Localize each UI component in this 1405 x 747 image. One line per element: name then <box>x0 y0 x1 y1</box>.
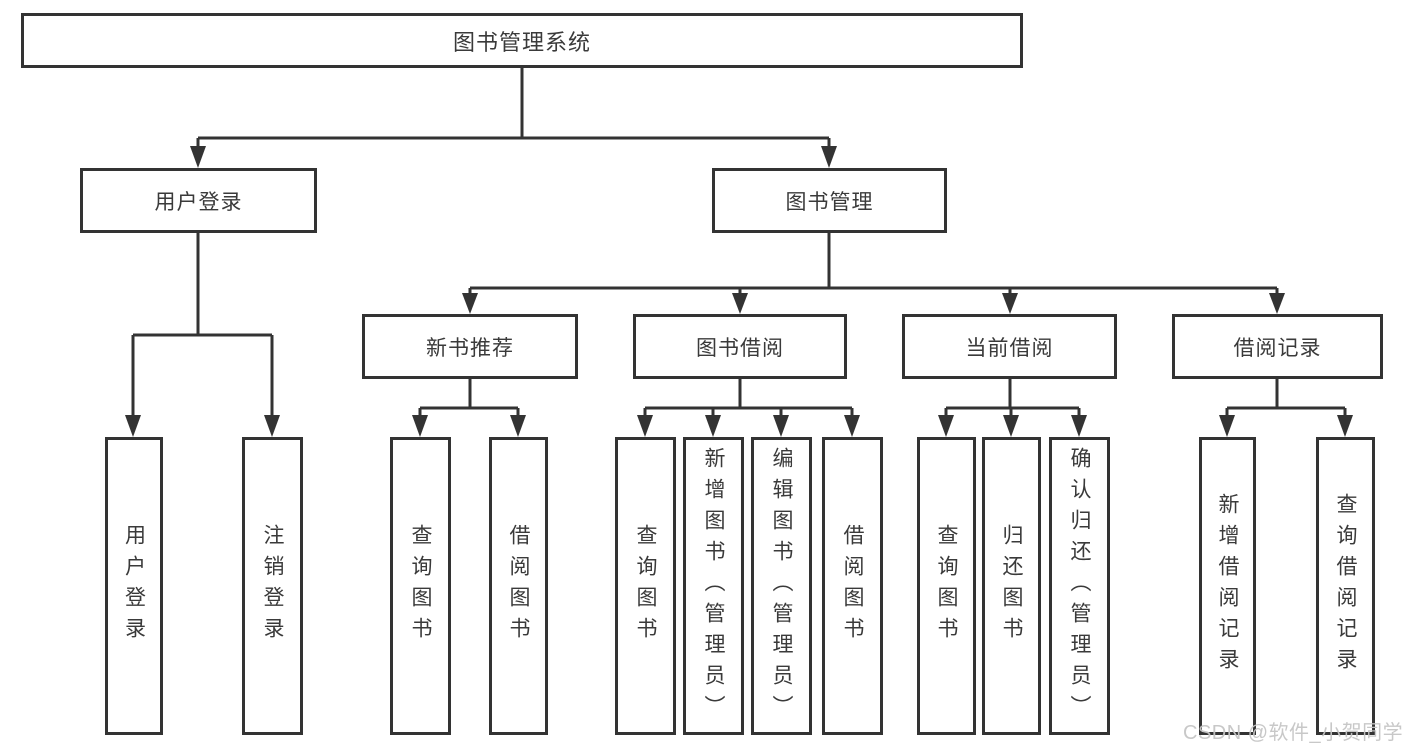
node-borrow-add-books-admin: 新增图书（管理员） <box>683 437 744 735</box>
node-borrow-borrow-books: 借阅图书 <box>822 437 883 735</box>
arrowhead-icons <box>125 146 1353 437</box>
node-book-management: 图书管理 <box>712 168 947 233</box>
node-records-add-record: 新增借阅记录 <box>1199 437 1256 735</box>
node-current-return-books: 归还图书 <box>982 437 1041 735</box>
node-recommend-query-books: 查询图书 <box>390 437 451 735</box>
node-logout-action: 注销登录 <box>242 437 303 735</box>
node-new-book-recommend: 新书推荐 <box>362 314 578 379</box>
node-records-query-record: 查询借阅记录 <box>1316 437 1375 735</box>
node-borrow-query-books: 查询图书 <box>615 437 676 735</box>
node-user-login-action: 用户登录 <box>105 437 163 735</box>
node-borrow-records: 借阅记录 <box>1172 314 1383 379</box>
node-current-query-books: 查询图书 <box>917 437 976 735</box>
node-book-borrow: 图书借阅 <box>633 314 847 379</box>
node-recommend-borrow-books: 借阅图书 <box>489 437 548 735</box>
node-current-confirm-return-admin: 确认归还（管理员） <box>1049 437 1110 735</box>
node-user-login: 用户登录 <box>80 168 317 233</box>
node-current-borrow: 当前借阅 <box>902 314 1117 379</box>
node-borrow-edit-books-admin: 编辑图书（管理员） <box>751 437 812 735</box>
node-library-system: 图书管理系统 <box>21 13 1023 68</box>
csdn-watermark: CSDN @软件_小贺同学 <box>1183 722 1404 744</box>
